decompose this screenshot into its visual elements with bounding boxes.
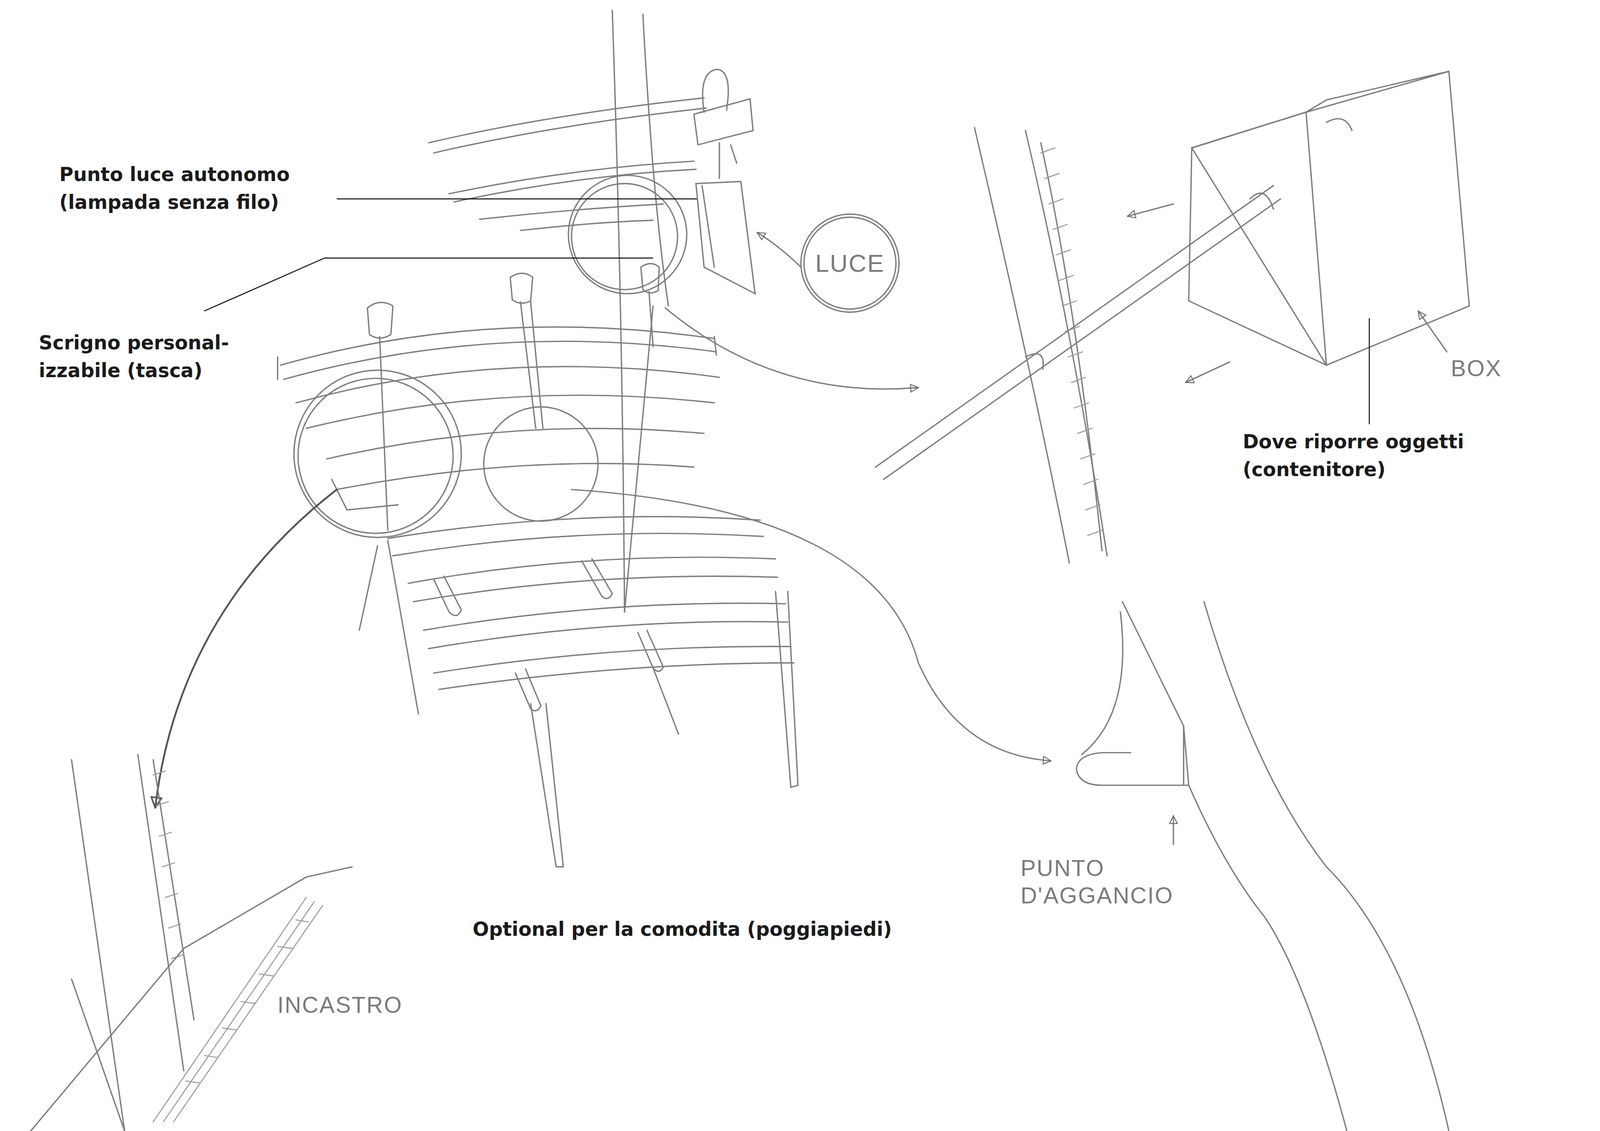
handwritten-note: INCASTRO bbox=[277, 991, 403, 1020]
leader-lines bbox=[204, 198, 1370, 425]
wall-details bbox=[30, 71, 1470, 1131]
callout-label: Dove riporre oggetti (contenitore) bbox=[1242, 428, 1554, 485]
handwritten-note: PUNTO D'AGGANCIO bbox=[1020, 854, 1174, 910]
callout-label: Scrigno personal- izzabile (tasca) bbox=[38, 329, 259, 386]
circle-note: LUCE bbox=[798, 212, 902, 315]
callout-label: Punto luce autonomo (lampada senza filo) bbox=[59, 161, 315, 217]
handwritten-note: LUCE bbox=[815, 249, 885, 278]
handwritten-note: BOX bbox=[1450, 354, 1533, 383]
callout-label: Optional per la comodita (poggiapiedi) bbox=[472, 916, 892, 944]
